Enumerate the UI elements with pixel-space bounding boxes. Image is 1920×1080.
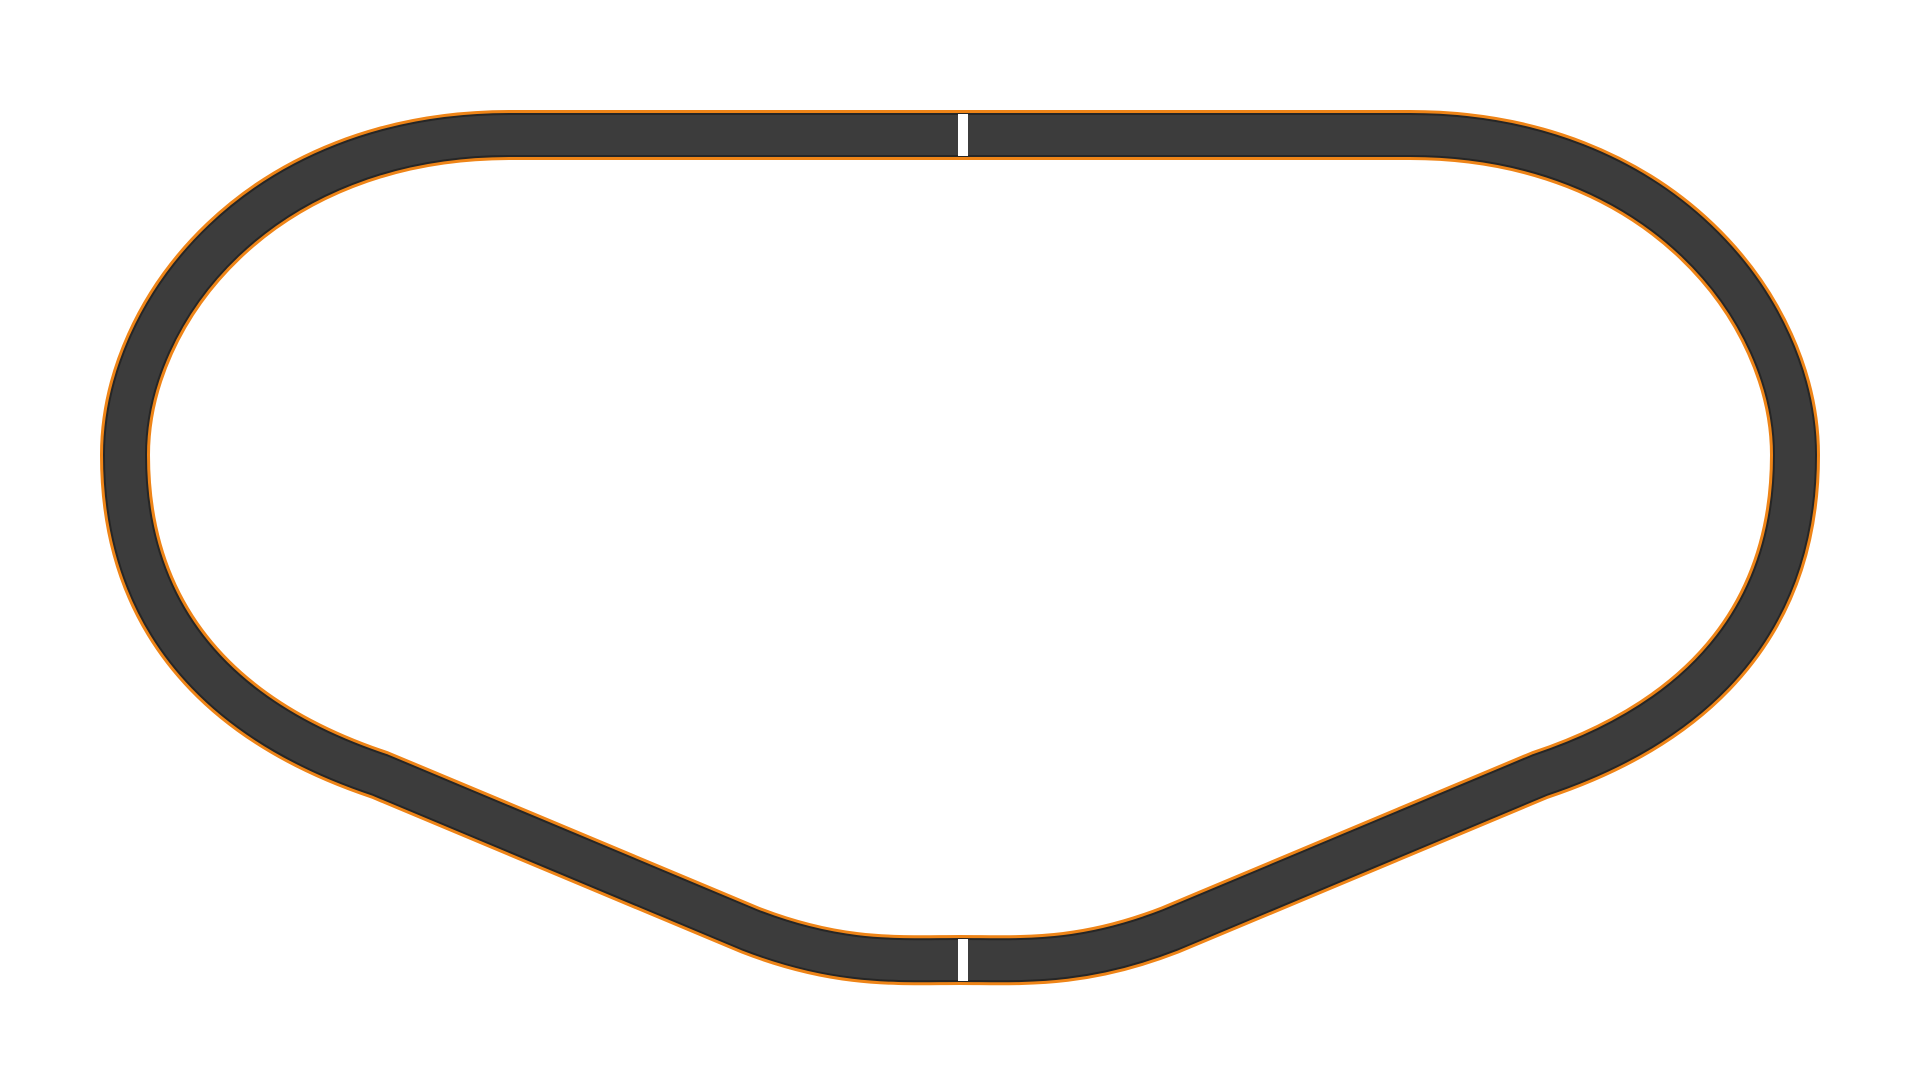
start-finish-line: [958, 114, 968, 156]
halfway-line: [958, 939, 968, 981]
